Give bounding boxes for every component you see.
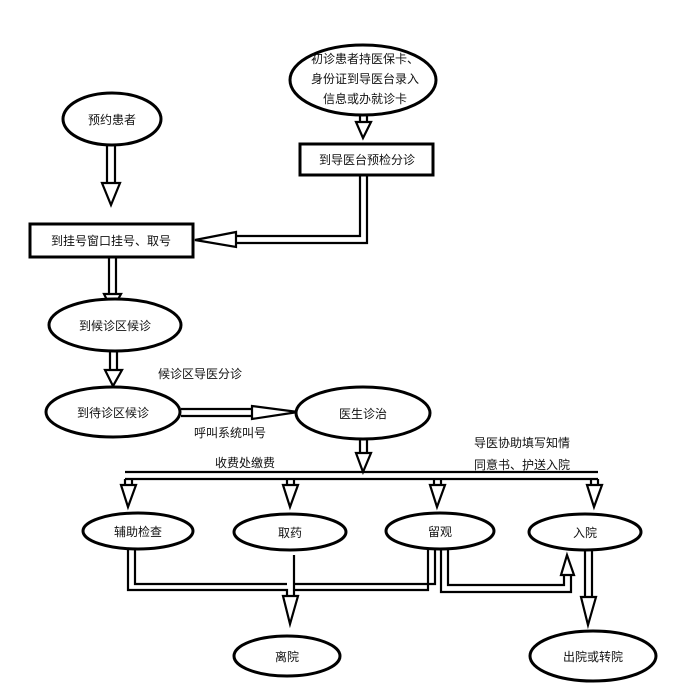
node-admission-shape xyxy=(527,512,643,552)
connector-observation-admission xyxy=(439,547,573,594)
node-registration-label: 到挂号窗口挂号、取号 xyxy=(51,234,171,248)
annotation-guide-help-line2: 同意书、护送入院 xyxy=(474,457,570,472)
node-first-visit-shape xyxy=(288,43,438,117)
arrow-to-clinic xyxy=(103,368,124,389)
node-leave-shape xyxy=(232,634,342,678)
arrow-observation-to-admission xyxy=(559,551,576,577)
node-medicine-label: 取药 xyxy=(278,526,302,540)
node-appointment-label: 预约患者 xyxy=(88,112,136,127)
connector-observation-leave xyxy=(294,547,437,592)
connector-waiting-clinic xyxy=(108,349,119,370)
arrow-triage-to-registration xyxy=(194,230,238,249)
node-first-visit-line3: 信息或办就诊卡 xyxy=(323,91,407,106)
node-triage-shape xyxy=(298,142,435,177)
node-observation-shape xyxy=(384,511,496,551)
arrow-to-doctor xyxy=(250,404,299,421)
node-appointment-shape xyxy=(61,91,163,147)
node-waiting-label: 到候诊区候诊 xyxy=(79,319,151,333)
node-clinic-label: 到待诊区候诊 xyxy=(77,406,149,420)
arrow-to-leave xyxy=(281,594,300,629)
connector-doctor-branch xyxy=(358,439,369,453)
arrow-to-triage xyxy=(354,120,373,141)
node-shapes xyxy=(28,43,658,683)
annotation-call-system: 呼叫系统叫号 xyxy=(194,426,266,440)
node-observation-label: 留观 xyxy=(428,525,452,539)
branch-bus xyxy=(125,470,598,481)
arrow-to-discharge xyxy=(579,595,598,630)
node-leave-label: 离院 xyxy=(275,649,299,664)
node-discharge-label: 出院或转院 xyxy=(563,649,623,664)
annotation-payment: 收费处缴费 xyxy=(215,455,275,470)
connector-admission-discharge xyxy=(583,550,594,597)
connector-appointment-registration xyxy=(105,145,117,183)
node-first-visit-line1: 初诊患者持医保卡、 xyxy=(311,51,419,66)
node-clinic-shape xyxy=(44,385,182,439)
annotation-guide-help-line1: 导医协助填写知情 xyxy=(474,435,570,450)
arrow-to-observation xyxy=(428,483,447,511)
node-registration-shape xyxy=(28,222,195,259)
node-aux-shape xyxy=(81,511,195,551)
node-medicine-shape xyxy=(232,512,348,552)
arrow-to-registration xyxy=(100,181,122,208)
node-admission-label: 入院 xyxy=(573,526,597,540)
connector-aux-medicine-leave xyxy=(126,549,296,596)
node-waiting-shape xyxy=(47,297,183,353)
connector-clinic-doctor xyxy=(181,407,252,418)
node-first-visit-line2: 身份证到导医台录入 xyxy=(311,71,419,86)
annotation-triage-guide: 候诊区导医分诊 xyxy=(158,367,242,381)
node-discharge-shape xyxy=(528,629,658,683)
node-labels: 初诊患者持医保卡、 身份证到导医台录入 信息或办就诊卡 预约患者 到导医台预检分… xyxy=(51,51,623,664)
node-doctor-shape xyxy=(294,385,432,441)
node-doctor-label: 医生诊治 xyxy=(339,407,387,421)
arrow-to-aux xyxy=(119,483,138,511)
arrow-to-branch xyxy=(354,451,373,475)
node-aux-label: 辅助检查 xyxy=(114,524,162,539)
arrow-to-medicine xyxy=(281,483,300,511)
arrow-to-admission xyxy=(585,483,604,511)
connector-triage-registration xyxy=(236,175,369,245)
connector-registration-waiting xyxy=(107,258,118,294)
node-triage-label: 到导医台预检分诊 xyxy=(319,152,415,167)
